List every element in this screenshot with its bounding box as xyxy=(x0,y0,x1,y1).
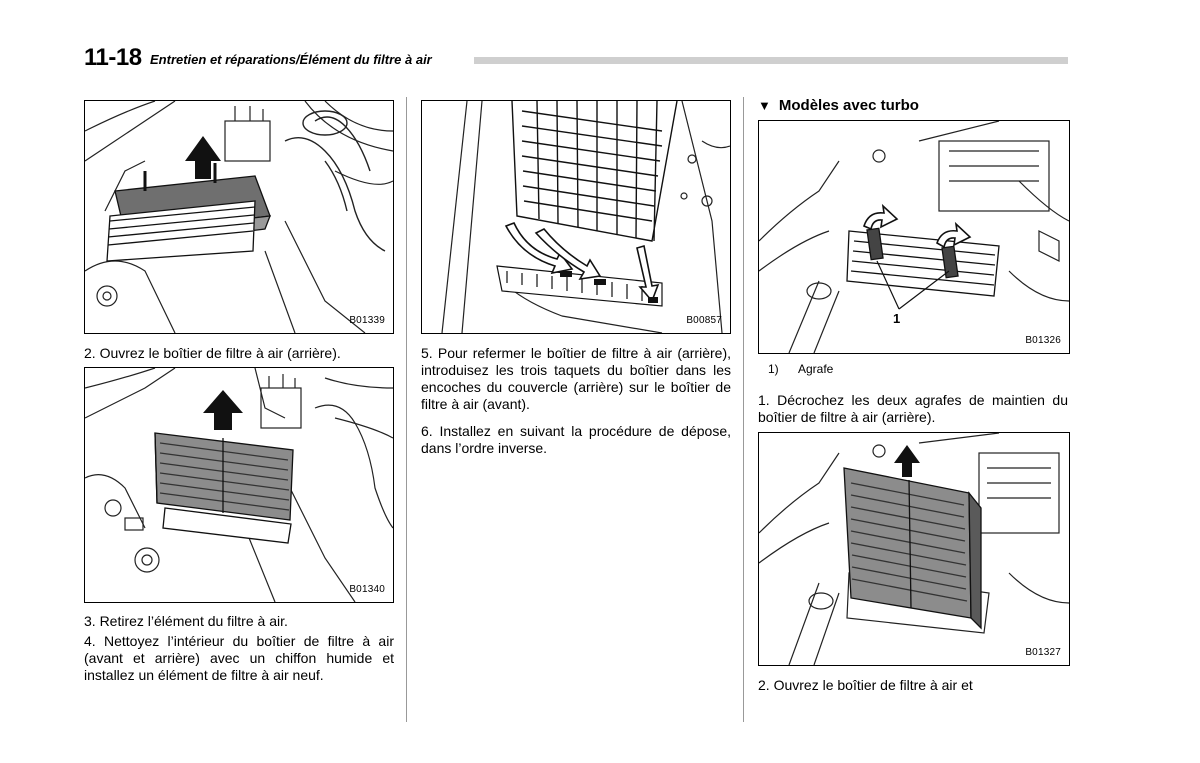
legend-key: 1) xyxy=(768,362,779,376)
column-divider xyxy=(406,97,407,722)
figure-b00857: B00857 xyxy=(421,100,731,334)
turbo-step-1-text: 1. Décrochez les deux agrafes de maintie… xyxy=(758,392,1068,425)
figure-b01340: B01340 xyxy=(84,367,394,603)
engine-illustration-open-box xyxy=(85,101,393,333)
step-4-text: 4. Nettoyez l’intérieur du boîtier de fi… xyxy=(84,633,394,683)
figure-code: B01340 xyxy=(349,584,385,595)
figure-code: B01339 xyxy=(349,315,385,326)
step-3-text: 3. Retirez l’élément du filtre à air. xyxy=(84,613,288,629)
turbo-clips-illustration xyxy=(759,121,1069,353)
column-divider xyxy=(743,97,744,722)
section-title: Entretien et réparations/Élément du filt… xyxy=(150,52,432,67)
air-box-tabs-illustration xyxy=(441,101,730,333)
callout-1: 1 xyxy=(893,311,901,326)
turbo-step-2-text: 2. Ouvrez le boîtier de filtre à air et xyxy=(758,677,973,693)
figure-b01326: 1 B01326 xyxy=(758,120,1070,354)
figure-b01327: B01327 xyxy=(758,432,1070,666)
figure-code: B01327 xyxy=(1025,647,1061,658)
figure-legend: 1) Agrafe xyxy=(768,362,833,376)
turbo-models-heading: ▼ Modèles avec turbo xyxy=(758,97,919,114)
triangle-marker-icon: ▼ xyxy=(758,98,771,113)
turbo-heading-label: Modèles avec turbo xyxy=(778,97,919,114)
page-number: 11-18 xyxy=(84,44,142,71)
step-6-text: 6. Installez en suivant la procédure de … xyxy=(421,423,731,456)
header-rule xyxy=(474,57,1068,64)
legend-label: Agrafe xyxy=(798,362,834,376)
step-5-text: 5. Pour refermer le boîtier de filtre à … xyxy=(421,345,731,412)
figure-b01339: B01339 xyxy=(84,100,394,334)
step-2-text: 2. Ouvrez le boîtier de filtre à air (ar… xyxy=(84,345,341,361)
page-header: 11-18 Entretien et réparations/Élément d… xyxy=(84,44,1068,72)
engine-illustration-remove-filter xyxy=(85,368,393,602)
figure-code: B01326 xyxy=(1025,335,1061,346)
figure-code: B00857 xyxy=(686,315,722,326)
turbo-open-box-illustration xyxy=(759,433,1069,665)
